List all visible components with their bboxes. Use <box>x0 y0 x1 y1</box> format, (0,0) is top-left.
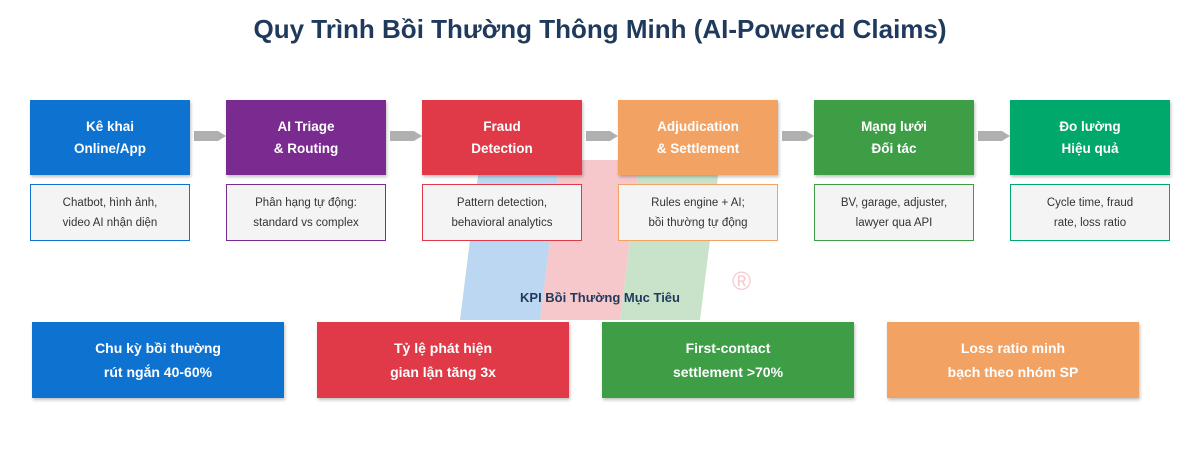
step-description: Phân hạng tự động: standard vs complex <box>226 184 386 241</box>
step-line1: Adjudication <box>657 118 739 134</box>
desc-line1: Cycle time, fraud <box>1046 196 1134 209</box>
step-description: Chatbot, hình ảnh, video AI nhận diện <box>30 184 190 241</box>
desc-line2: bồi thường tự động <box>648 216 748 229</box>
kpi-line2: rút ngắn 40-60% <box>103 364 213 380</box>
step-line1: Fraud <box>483 118 521 134</box>
step-description: BV, garage, adjuster, lawyer qua API <box>814 184 974 241</box>
desc-line1: Pattern detection, <box>456 196 548 209</box>
kpi-line1: Chu kỳ bồi thường <box>95 340 221 356</box>
desc-line2: rate, loss ratio <box>1053 216 1127 229</box>
step-description: Cycle time, fraud rate, loss ratio <box>1010 184 1170 241</box>
kpi-line1: First-contact <box>685 340 771 356</box>
step-line2: Detection <box>471 140 533 156</box>
arrow-icon <box>194 131 226 141</box>
desc-line2: video AI nhận diện <box>62 216 158 229</box>
desc-line1: BV, garage, adjuster, <box>840 196 948 209</box>
step-line2: Đối tác <box>871 140 917 156</box>
kpi-line1: Tỷ lệ phát hiện <box>393 340 492 356</box>
kpi-line1: Loss ratio minh <box>960 340 1066 356</box>
kpi-heading: KPI Bồi Thường Mục Tiêu <box>520 290 680 305</box>
desc-line1: Phân hạng tự động: <box>255 196 357 209</box>
desc-line2: lawyer qua API <box>855 216 933 229</box>
step-line2: Online/App <box>74 140 146 156</box>
kpi-loss-ratio: Loss ratio minh bạch theo nhóm SP <box>887 322 1139 398</box>
step-line2: & Routing <box>273 140 339 156</box>
arrow-icon <box>586 131 618 141</box>
arrow-icon <box>978 131 1010 141</box>
step-fraud-detection: Fraud Detection <box>422 100 582 175</box>
kpi-cycle-time: Chu kỳ bồi thường rút ngắn 40-60% <box>32 322 284 398</box>
step-description: Rules engine + AI; bồi thường tự động <box>618 184 778 241</box>
step-description: Pattern detection, behavioral analytics <box>422 184 582 241</box>
kpi-line2: bạch theo nhóm SP <box>947 364 1079 380</box>
arrow-icon <box>782 131 814 141</box>
step-line1: Đo lường <box>1059 118 1121 134</box>
desc-line1: Rules engine + AI; <box>651 196 745 209</box>
step-line2: Hiệu quả <box>1061 140 1119 156</box>
step-partner-network: Mạng lưới Đối tác <box>814 100 974 175</box>
step-line2: & Settlement <box>656 140 740 156</box>
page-title: Quy Trình Bồi Thường Thông Minh (AI-Powe… <box>253 14 947 44</box>
step-line1: Kê khai <box>85 118 135 134</box>
step-online-claim: Kê khai Online/App <box>30 100 190 175</box>
arrow-icon <box>390 131 422 141</box>
kpi-line2: settlement >70% <box>672 364 784 380</box>
step-line1: AI Triage <box>277 118 335 134</box>
kpi-line2: gian lận tăng 3x <box>390 364 496 380</box>
kpi-fraud-rate: Tỷ lệ phát hiện gian lận tăng 3x <box>317 322 569 398</box>
step-measurement: Đo lường Hiệu quả <box>1010 100 1170 175</box>
step-ai-triage: AI Triage & Routing <box>226 100 386 175</box>
desc-line2: standard vs complex <box>253 216 359 229</box>
step-line1: Mạng lưới <box>861 118 927 134</box>
step-adjudication: Adjudication & Settlement <box>618 100 778 175</box>
desc-line1: Chatbot, hình ảnh, <box>62 196 158 209</box>
kpi-first-contact: First-contact settlement >70% <box>602 322 854 398</box>
desc-line2: behavioral analytics <box>451 216 553 229</box>
